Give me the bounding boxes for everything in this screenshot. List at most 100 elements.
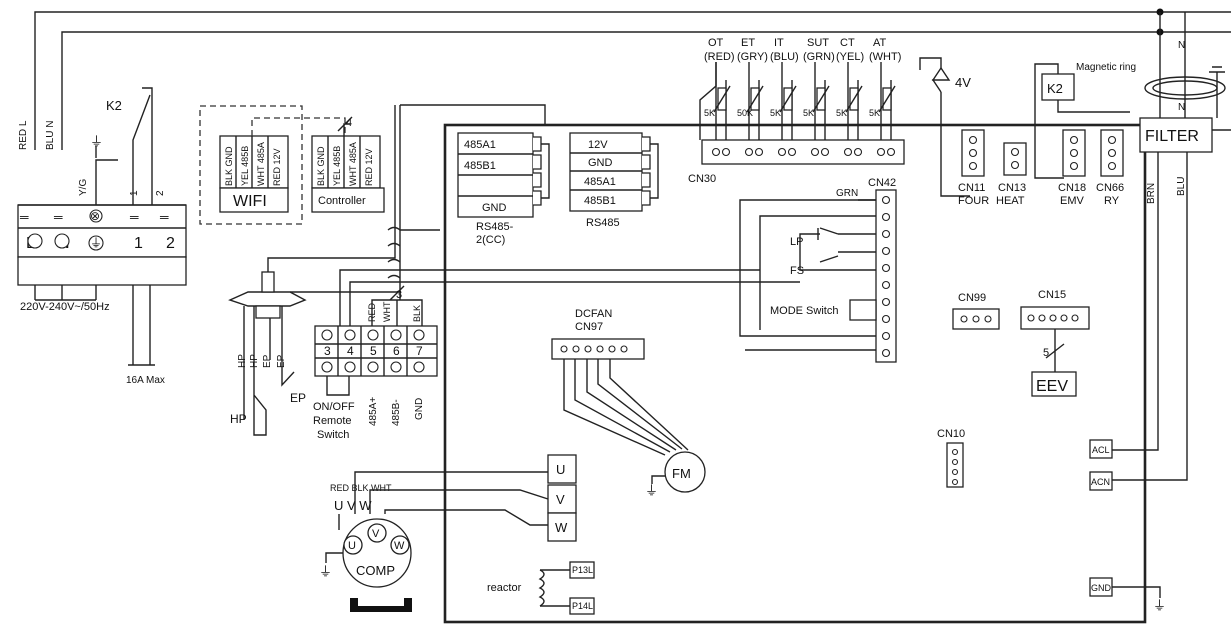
svg-text:CN10: CN10 bbox=[937, 428, 965, 440]
svg-text:5K: 5K bbox=[770, 108, 781, 118]
gnd-terminal: GND bbox=[1091, 583, 1112, 593]
terminal-2: 2 bbox=[166, 235, 175, 252]
rs485-connector: 12V GND 485A1 485B1 RS485 bbox=[569, 132, 659, 229]
svg-text:YEL 485B: YEL 485B bbox=[332, 146, 342, 186]
svg-text:WHT: WHT bbox=[382, 301, 392, 322]
sensor-et: ET(GRY)50K bbox=[737, 37, 768, 140]
svg-text:6: 6 bbox=[393, 344, 400, 358]
sensor-at: AT(WHT)5K bbox=[869, 37, 901, 140]
mode-switch-label: MODE Switch bbox=[770, 305, 838, 317]
supply-voltage: 220V-240V~/50Hz bbox=[20, 301, 110, 313]
svg-text:CN15: CN15 bbox=[1038, 289, 1066, 301]
sensor-ot: OT(RED)5K bbox=[704, 37, 735, 140]
main-pcb-outline bbox=[443, 123, 1147, 624]
magnetic-ring-label: Magnetic ring bbox=[1076, 62, 1136, 73]
svg-text:BLU: BLU bbox=[1176, 177, 1187, 196]
rs485-cc-connector: 485A1 485B1 GND RS485- 2(CC) bbox=[457, 132, 550, 246]
svg-text:OT: OT bbox=[708, 37, 724, 49]
wire-red-l: RED L bbox=[18, 120, 29, 150]
svg-text:K2: K2 bbox=[1047, 81, 1063, 96]
lp-switch-label: LP bbox=[790, 236, 803, 248]
svg-text:RED 12V: RED 12V bbox=[364, 148, 374, 186]
cn30-connector: CN30 bbox=[688, 139, 905, 185]
svg-text:U: U bbox=[348, 540, 356, 552]
svg-text:12V: 12V bbox=[588, 139, 608, 151]
svg-text:ET: ET bbox=[741, 37, 755, 49]
eev-label: EEV bbox=[1036, 378, 1068, 395]
svg-text:YEL 485B: YEL 485B bbox=[240, 146, 250, 186]
svg-text:(YEL): (YEL) bbox=[836, 51, 864, 63]
comp-wire-colors: RED BLK WHT bbox=[330, 483, 392, 493]
svg-text:RS485: RS485 bbox=[586, 217, 620, 229]
svg-text:WHT 485A: WHT 485A bbox=[348, 142, 358, 186]
svg-text:EP: EP bbox=[262, 354, 273, 368]
comp-label: COMP bbox=[356, 563, 395, 578]
cn13-connector: CN13 HEAT bbox=[996, 142, 1027, 207]
breaker-rating: 16A Max bbox=[126, 375, 165, 386]
relay-k2: K2 bbox=[1034, 63, 1130, 179]
four-way-valve-label: 4V bbox=[955, 75, 971, 90]
svg-text:(WHT): (WHT) bbox=[869, 51, 901, 63]
reactor-label: reactor bbox=[487, 582, 522, 594]
controller-label: Controller bbox=[318, 195, 366, 207]
controller-bus-wire bbox=[400, 104, 546, 125]
wire-1: 1 bbox=[129, 190, 140, 196]
svg-text:W: W bbox=[555, 520, 568, 535]
svg-text:GND: GND bbox=[414, 398, 425, 420]
svg-text:5: 5 bbox=[1043, 347, 1049, 359]
relay-k2-label: K2 bbox=[106, 98, 122, 113]
fan-ground-icon: ⏚ bbox=[645, 483, 658, 498]
filter-module: Magnetic ring N FILTER BRN BLU ACL ACN G… bbox=[1076, 60, 1231, 613]
svg-text:Switch: Switch bbox=[317, 429, 349, 441]
svg-text:5K: 5K bbox=[704, 108, 715, 118]
cn15-connector: CN15 5 EEV bbox=[1020, 289, 1090, 397]
wire-yg: Y/G bbox=[78, 179, 89, 196]
acn-terminal: ACN bbox=[1091, 477, 1110, 487]
temperature-sensors: OT(RED)5KET(GRY)50KIT(BLU)5KSUT(GRN)5KCT… bbox=[699, 37, 901, 140]
svg-text:CN97: CN97 bbox=[575, 321, 603, 333]
svg-text:RED 12V: RED 12V bbox=[272, 148, 282, 186]
svg-text:3: 3 bbox=[324, 344, 331, 358]
cn18-connector: CN18 EMV bbox=[1058, 129, 1086, 207]
svg-text:═: ═ bbox=[159, 210, 169, 224]
svg-text:FOUR: FOUR bbox=[958, 195, 989, 207]
sensor-sut: SUT(GRN)5K bbox=[803, 37, 835, 140]
svg-text:CN11: CN11 bbox=[958, 182, 985, 194]
svg-text:⊗: ⊗ bbox=[90, 209, 100, 223]
svg-text:CN66: CN66 bbox=[1096, 182, 1124, 194]
svg-text:BLK GND: BLK GND bbox=[316, 146, 326, 186]
svg-text:485B1: 485B1 bbox=[584, 195, 616, 207]
svg-text:P14L: P14L bbox=[572, 601, 593, 611]
hp-switch-label: HP bbox=[230, 412, 247, 426]
ground-icon: ⏚ bbox=[90, 134, 103, 149]
fs-switch-label: FS bbox=[790, 265, 804, 277]
svg-text:CN42: CN42 bbox=[868, 177, 896, 189]
n-mark: N bbox=[1178, 40, 1185, 51]
svg-text:5K: 5K bbox=[836, 108, 847, 118]
svg-text:DCFAN: DCFAN bbox=[575, 308, 612, 320]
svg-text:ON/OFF: ON/OFF bbox=[313, 401, 355, 413]
wifi-module: BLK GND YEL 485B WHT 485A RED 12V WIFI bbox=[199, 105, 346, 225]
pressure-switches: HP HP EP EP HP EP bbox=[228, 105, 400, 436]
svg-text:BLK: BLK bbox=[412, 305, 422, 322]
svg-text:SUT: SUT bbox=[807, 37, 829, 49]
svg-text:GND: GND bbox=[588, 157, 613, 169]
svg-text:7: 7 bbox=[416, 344, 423, 358]
svg-text:WHT 485A: WHT 485A bbox=[256, 142, 266, 186]
svg-text:(BLU): (BLU) bbox=[770, 51, 799, 63]
filter-label: FILTER bbox=[1145, 128, 1199, 145]
svg-text:W: W bbox=[394, 540, 405, 552]
svg-text:485A1: 485A1 bbox=[584, 176, 616, 188]
svg-text:4: 4 bbox=[347, 344, 354, 358]
svg-text:CN13: CN13 bbox=[998, 182, 1026, 194]
svg-text:═: ═ bbox=[19, 210, 29, 224]
svg-text:BRN: BRN bbox=[1146, 183, 1157, 204]
svg-text:GRN: GRN bbox=[836, 188, 858, 199]
svg-text:RY: RY bbox=[1104, 195, 1120, 207]
svg-text:N: N bbox=[1178, 102, 1185, 113]
svg-text:(GRN): (GRN) bbox=[803, 51, 835, 63]
svg-text:U: U bbox=[556, 462, 565, 477]
svg-text:HP: HP bbox=[237, 354, 248, 368]
